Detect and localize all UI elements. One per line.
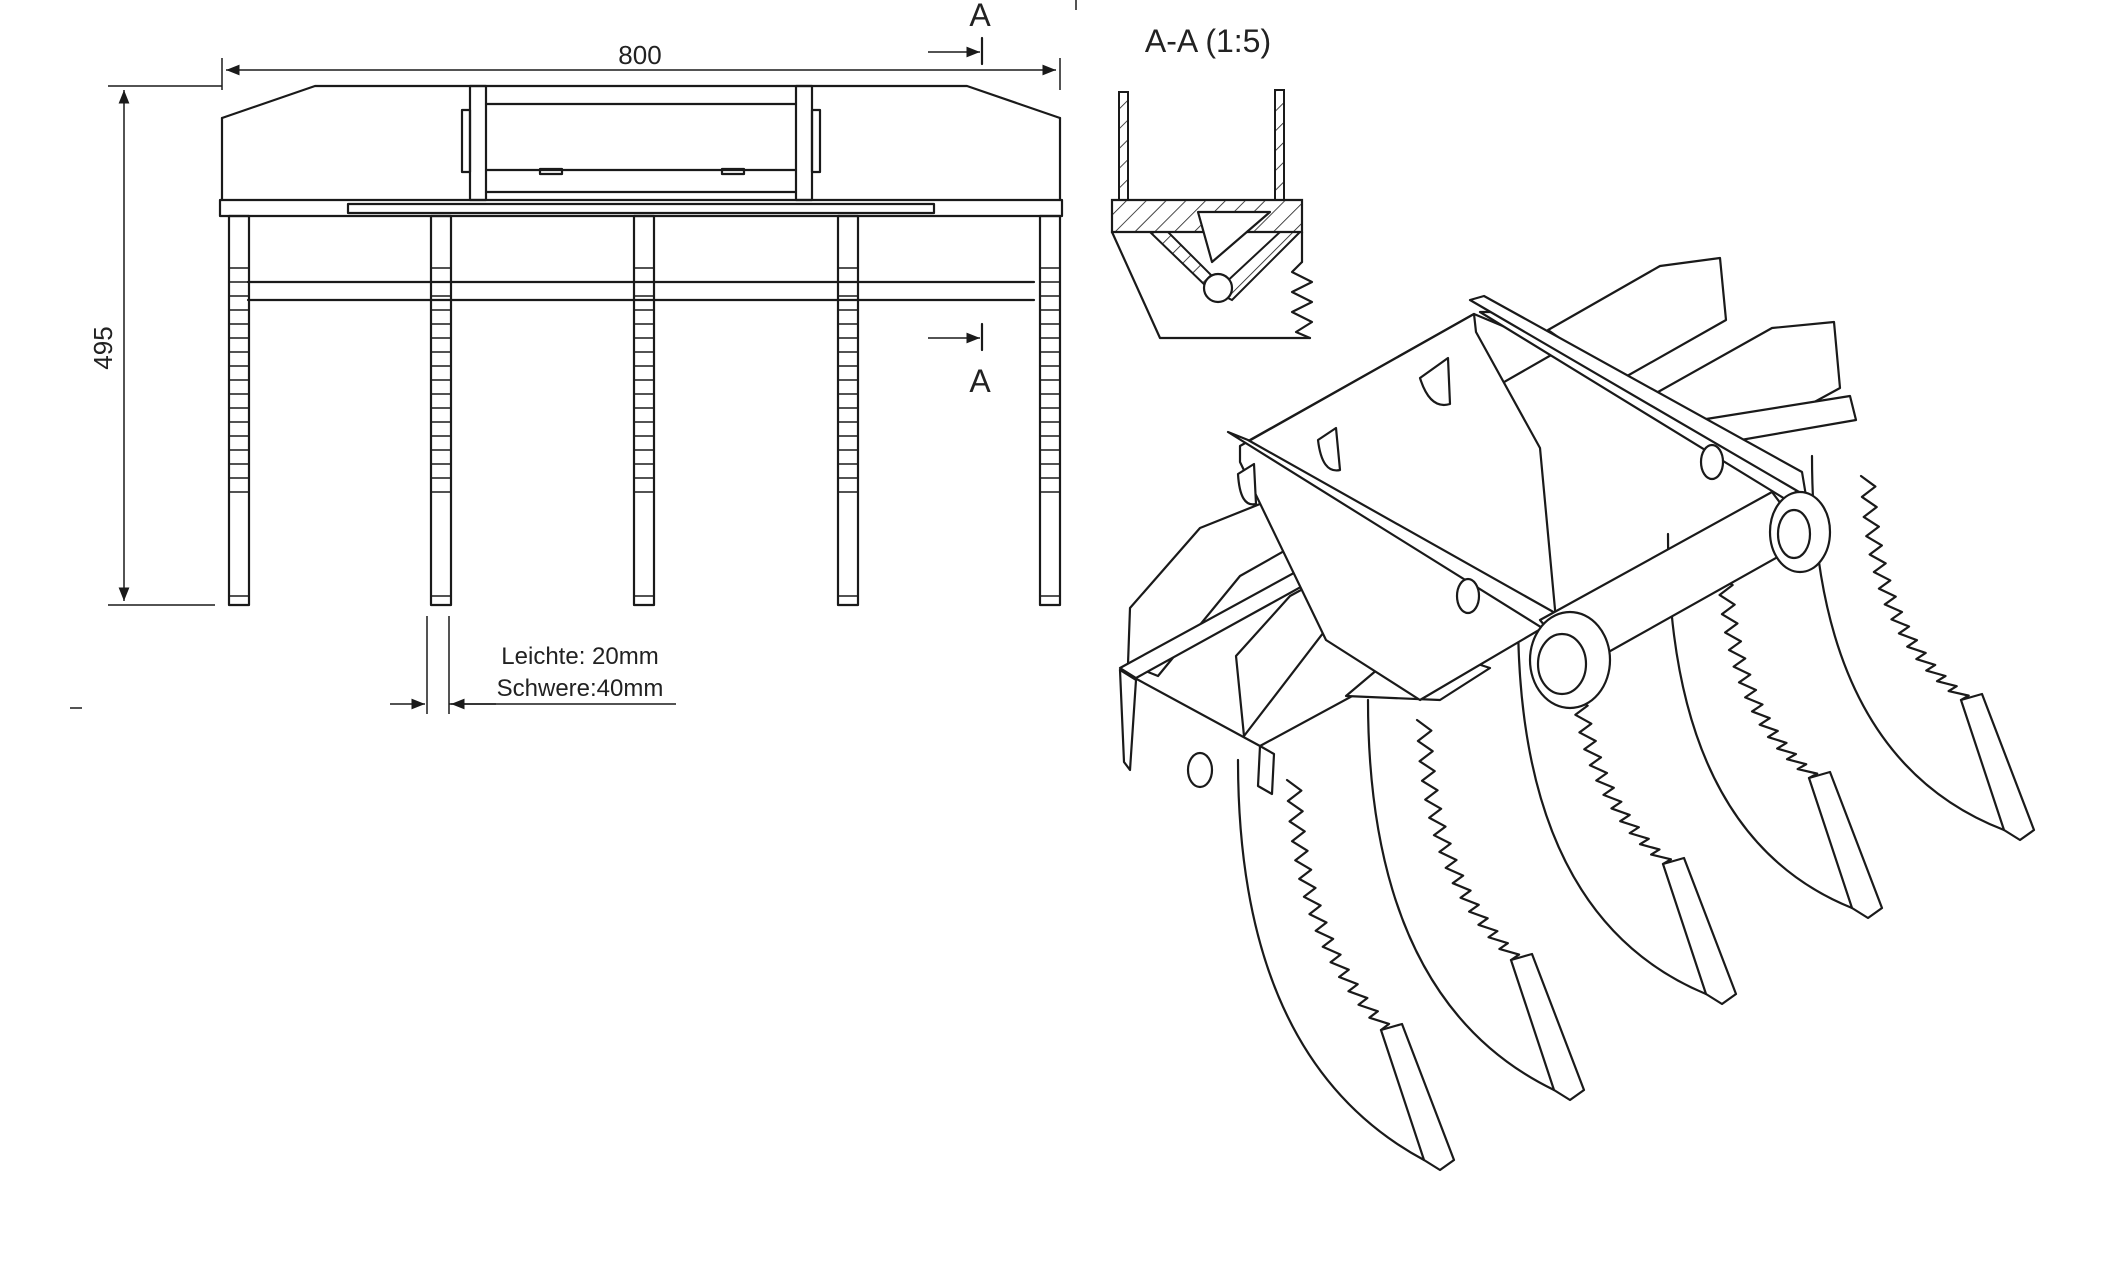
iso-tine: [1236, 758, 1456, 1172]
front-tine: [227, 214, 251, 607]
front-tines: [227, 214, 1062, 607]
width-dimension-label: 800: [618, 40, 661, 70]
front-tine: [429, 214, 453, 607]
section-marker-bottom: A: [928, 322, 991, 399]
iso-tine: [1366, 698, 1586, 1102]
section-title: A-A (1:5): [1145, 23, 1271, 59]
section-marker-top: A: [928, 0, 991, 66]
height-dimension: 495: [88, 85, 222, 606]
iso-frame: [1118, 294, 1832, 796]
front-view: 800 495: [70, 0, 1077, 714]
section-letter-bottom: A: [969, 363, 991, 399]
front-tine: [836, 214, 860, 607]
section-letter-top: A: [969, 0, 991, 33]
width-dimension: 800: [221, 40, 1061, 90]
thickness-dimension: Leichte: 20mm Schwere:40mm: [390, 616, 676, 714]
note-heavy: Schwere:40mm: [497, 675, 664, 702]
note-light: Leichte: 20mm: [501, 643, 658, 670]
isometric-view: [1118, 256, 2036, 1172]
height-dimension-label: 495: [88, 326, 118, 369]
front-tine: [632, 214, 656, 607]
iso-tine: [1810, 454, 2036, 842]
front-tine: [1038, 214, 1062, 607]
section-view: A-A (1:5): [1110, 23, 1314, 340]
